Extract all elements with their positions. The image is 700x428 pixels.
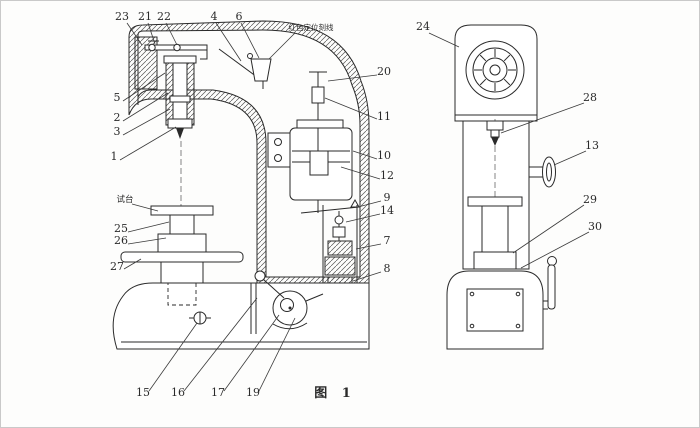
- figure-caption: 图 1: [314, 386, 356, 401]
- leader-line-22: [165, 22, 178, 46]
- dashpot: [267, 119, 353, 201]
- spindle-assembly: [163, 55, 197, 306]
- callout-2: 2: [114, 111, 121, 124]
- callout-29: 29: [583, 193, 597, 206]
- callout-7: 7: [384, 234, 391, 247]
- leader-line-27: [123, 258, 142, 270]
- callout-21: 21: [138, 10, 152, 23]
- callout-15: 15: [136, 386, 150, 399]
- leader-line-8: [352, 271, 382, 282]
- callout-19: 19: [246, 386, 260, 399]
- leader-line-21: [147, 22, 156, 45]
- callout-16: 16: [171, 386, 185, 399]
- leader-line-24: [428, 32, 460, 48]
- leader-line-20: [327, 74, 378, 82]
- callout-27: 27: [110, 260, 124, 273]
- leader-line-3: [122, 108, 171, 136]
- callout-11: 11: [377, 110, 391, 123]
- leader-line-11: [324, 97, 378, 120]
- callout-26: 26: [114, 234, 128, 247]
- leader-line-13: [553, 150, 587, 166]
- leader-line-16: [183, 297, 258, 392]
- column-front: [462, 120, 530, 270]
- leader-line-15: [148, 322, 198, 392]
- loading-handle: [543, 256, 557, 310]
- callout-1: 1: [111, 150, 118, 163]
- callout-6: 6: [236, 10, 243, 23]
- callout-14: 14: [380, 204, 394, 217]
- drain-plug: [189, 311, 211, 325]
- leader-line-29: [512, 204, 585, 254]
- dial-indicator: [465, 40, 525, 100]
- test-table: [120, 205, 244, 306]
- indenter-tip: [176, 128, 184, 139]
- leader-line-12: [340, 166, 381, 180]
- leader-line-1: [119, 126, 177, 161]
- leader-line-2: [122, 92, 169, 122]
- callout-9: 9: [384, 191, 391, 204]
- base-panel: [466, 288, 524, 332]
- callout-22: 22: [157, 10, 171, 23]
- annotation-text: 红色定位刻线: [289, 22, 334, 32]
- callout-8: 8: [384, 262, 391, 275]
- leader-line-28: [500, 102, 585, 134]
- leader-line-14: [345, 213, 381, 223]
- leader-line-23: [126, 22, 143, 46]
- side-section-view: [112, 20, 370, 350]
- front-test-table: [467, 196, 523, 270]
- leader-line-25: [127, 221, 170, 233]
- release-lever: [144, 40, 208, 60]
- callout-30: 30: [588, 220, 602, 233]
- front-indenter: [486, 120, 504, 146]
- leader-line-7: [355, 243, 382, 250]
- leader-line-17: [223, 314, 280, 392]
- leader-line-4: [215, 22, 242, 62]
- annotation-leader: [131, 203, 159, 212]
- callout-10: 10: [377, 149, 391, 162]
- callout-12: 12: [380, 169, 394, 182]
- leader-line-30: [520, 231, 590, 269]
- callout-4: 4: [211, 10, 218, 23]
- leader-line-26: [127, 237, 167, 245]
- callout-23: 23: [115, 10, 129, 23]
- callout-28: 28: [583, 91, 597, 104]
- callout-5: 5: [114, 91, 121, 104]
- side-handwheel: [528, 156, 556, 188]
- frame-shell: [128, 20, 370, 286]
- leader-line-10: [352, 150, 378, 160]
- lead-screw-hidden: [167, 282, 197, 306]
- callout-17: 17: [211, 386, 225, 399]
- annotation-text: 试台: [116, 194, 133, 205]
- dial-ticks: [474, 49, 516, 91]
- front-view: [446, 24, 557, 350]
- head-mechanism: [218, 48, 272, 89]
- callout-25: 25: [114, 222, 128, 235]
- machine-base: [112, 282, 370, 350]
- callout-13: 13: [585, 139, 599, 152]
- annotation-leader: [268, 32, 296, 60]
- elevating-handwheel: [120, 251, 244, 263]
- leader-line-19: [258, 317, 296, 392]
- callout-24: 24: [416, 20, 430, 33]
- callout-3: 3: [114, 125, 121, 138]
- main-rod: [309, 71, 327, 128]
- crank-mechanism: [250, 270, 324, 334]
- leader-line-6: [240, 22, 260, 59]
- front-base: [446, 270, 544, 350]
- leader-line-9: [357, 200, 382, 208]
- leader-line-5: [122, 72, 166, 102]
- callout-20: 20: [377, 65, 391, 78]
